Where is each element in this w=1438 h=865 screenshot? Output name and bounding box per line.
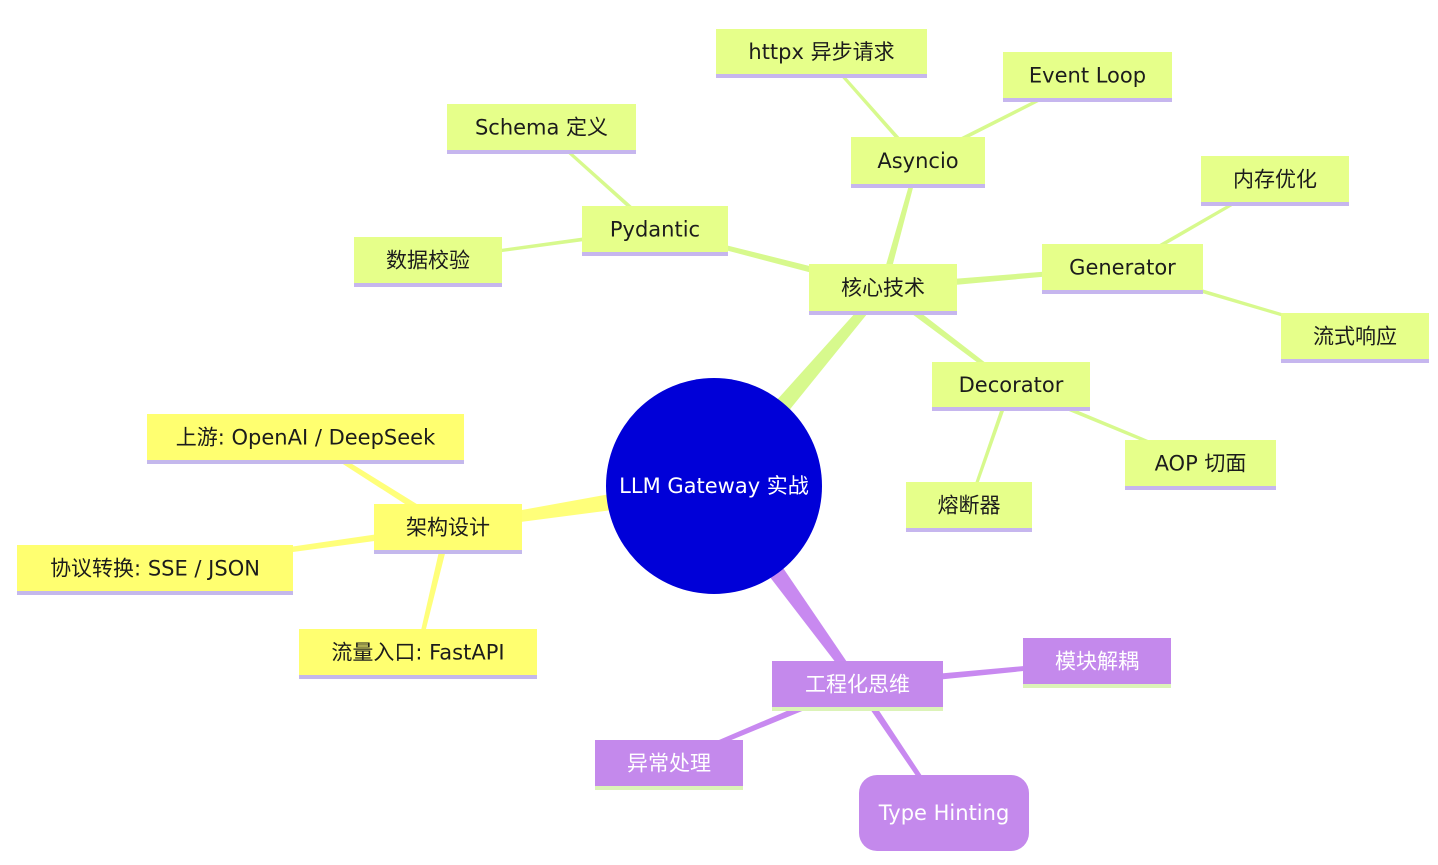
topic-label-asyncio: Asyncio: [877, 149, 958, 173]
leaf-node-memory-box: [1201, 156, 1349, 203]
topic-node-decorator[interactable]: Decorator: [932, 362, 1090, 411]
leaf-node-aop-box: [1125, 440, 1276, 487]
topic-node-protocol-box: [17, 545, 293, 592]
leaf-node-stream-underline: [1281, 359, 1429, 363]
topic-node-protocol[interactable]: 协议转换: SSE / JSON: [17, 545, 293, 595]
leaf-node-breaker-box: [906, 482, 1032, 529]
leaf-label-httpx: httpx 异步请求: [748, 40, 894, 64]
branch-label-arch: 架构设计: [406, 516, 490, 540]
leaf-label-eventloop: Event Loop: [1029, 64, 1146, 88]
branch-node-arch[interactable]: 架构设计: [374, 504, 522, 554]
topic-node-pydantic-box: [582, 206, 728, 253]
edge-root-tech: [776, 285, 886, 411]
branch-node-tech[interactable]: 核心技术: [809, 264, 957, 315]
topic-node-exception[interactable]: 异常处理: [595, 740, 743, 790]
leaf-label-schema: Schema 定义: [475, 116, 608, 140]
leaf-node-httpx-box: [716, 29, 927, 75]
edge-arch-entry: [416, 526, 452, 653]
leaf-node-breaker-underline: [906, 528, 1032, 532]
leaf-node-eventloop-box: [1003, 52, 1172, 99]
topic-node-exception-underline: [595, 786, 743, 790]
topic-node-asyncio-underline: [851, 184, 985, 188]
branch-node-arch-underline: [374, 550, 522, 554]
leaf-label-stream: 流式响应: [1313, 325, 1397, 349]
leaf-label-breaker: 熔断器: [938, 494, 1001, 518]
topic-node-asyncio-box: [851, 137, 985, 185]
topic-node-protocol-underline: [17, 591, 293, 595]
leaf-label-memory: 内存优化: [1233, 168, 1317, 192]
topic-node-pydantic-underline: [582, 252, 728, 256]
topic-label-entry: 流量入口: FastAPI: [331, 641, 504, 665]
leaf-node-schema-box: [447, 104, 636, 151]
branch-label-tech: 核心技术: [841, 276, 925, 300]
topic-node-upstream-underline: [147, 460, 464, 464]
topic-label-pydantic: Pydantic: [610, 218, 700, 242]
topic-node-generator-box: [1042, 244, 1203, 291]
leaf-node-schema-underline: [447, 150, 636, 154]
branch-node-tech-box: [809, 264, 957, 312]
branch-node-arch-box: [374, 504, 522, 551]
topic-label-decorator: Decorator: [959, 373, 1064, 397]
topic-node-upstream-box: [147, 414, 464, 461]
leaf-label-validation: 数据校验: [386, 249, 470, 273]
topic-node-asyncio[interactable]: Asyncio: [851, 137, 985, 188]
branch-node-eng-underline: [772, 707, 943, 711]
topic-label-generator: Generator: [1069, 256, 1176, 280]
leaf-label-aop: AOP 切面: [1155, 452, 1247, 476]
topic-node-generator[interactable]: Generator: [1042, 244, 1203, 294]
edge-asyncio-httpx: [820, 51, 920, 163]
root-node[interactable]: LLM Gateway 实战: [606, 378, 822, 594]
topic-node-module-box: [1023, 638, 1171, 685]
topic-node-typehint-box: [859, 775, 1029, 851]
topic-label-module: 模块解耦: [1055, 650, 1139, 674]
leaf-node-memory[interactable]: 内存优化: [1201, 156, 1349, 206]
root-label: LLM Gateway 实战: [619, 474, 809, 498]
leaf-node-aop[interactable]: AOP 切面: [1125, 440, 1276, 490]
branch-node-tech-underline: [809, 311, 957, 315]
leaf-node-stream-box: [1281, 313, 1429, 360]
topic-node-decorator-box: [932, 362, 1090, 408]
leaf-node-breaker[interactable]: 熔断器: [906, 482, 1032, 532]
topic-node-upstream[interactable]: 上游: OpenAI / DeepSeek: [147, 414, 464, 464]
edge-root-eng: [769, 567, 861, 687]
edge-tech-asyncio: [879, 160, 920, 289]
topic-node-entry[interactable]: 流量入口: FastAPI: [299, 629, 537, 679]
leaf-node-aop-underline: [1125, 486, 1276, 490]
leaf-node-eventloop-underline: [1003, 98, 1172, 102]
leaf-node-memory-underline: [1201, 202, 1349, 206]
topic-node-module[interactable]: 模块解耦: [1023, 638, 1171, 688]
leaf-node-validation-underline: [354, 283, 502, 287]
leaf-node-httpx[interactable]: httpx 异步请求: [716, 29, 927, 78]
topic-node-entry-box: [299, 629, 537, 676]
topic-label-protocol: 协议转换: SSE / JSON: [50, 557, 260, 581]
leaf-node-schema[interactable]: Schema 定义: [447, 104, 636, 154]
leaf-node-validation-box: [354, 237, 502, 284]
topic-node-decorator-underline: [932, 407, 1090, 411]
root-circle: [606, 378, 822, 594]
topic-node-generator-underline: [1042, 290, 1203, 294]
edge-decorator-breaker: [967, 384, 1013, 506]
topic-label-exception: 异常处理: [627, 752, 711, 776]
leaf-node-stream[interactable]: 流式响应: [1281, 313, 1429, 363]
topic-node-pydantic[interactable]: Pydantic: [582, 206, 728, 256]
leaf-node-validation[interactable]: 数据校验: [354, 237, 502, 287]
leaf-node-httpx-underline: [716, 74, 927, 78]
branch-label-eng: 工程化思维: [805, 673, 910, 697]
topic-node-typehint[interactable]: Type Hinting: [859, 775, 1029, 851]
topic-label-typehint: Type Hinting: [878, 801, 1010, 825]
topic-label-upstream: 上游: OpenAI / DeepSeek: [176, 426, 436, 450]
branch-node-eng-box: [772, 661, 943, 708]
branch-node-eng[interactable]: 工程化思维: [772, 661, 943, 711]
leaf-node-eventloop[interactable]: Event Loop: [1003, 52, 1172, 102]
topic-node-exception-box: [595, 740, 743, 787]
topic-node-entry-underline: [299, 675, 537, 679]
topic-node-module-underline: [1023, 684, 1171, 688]
